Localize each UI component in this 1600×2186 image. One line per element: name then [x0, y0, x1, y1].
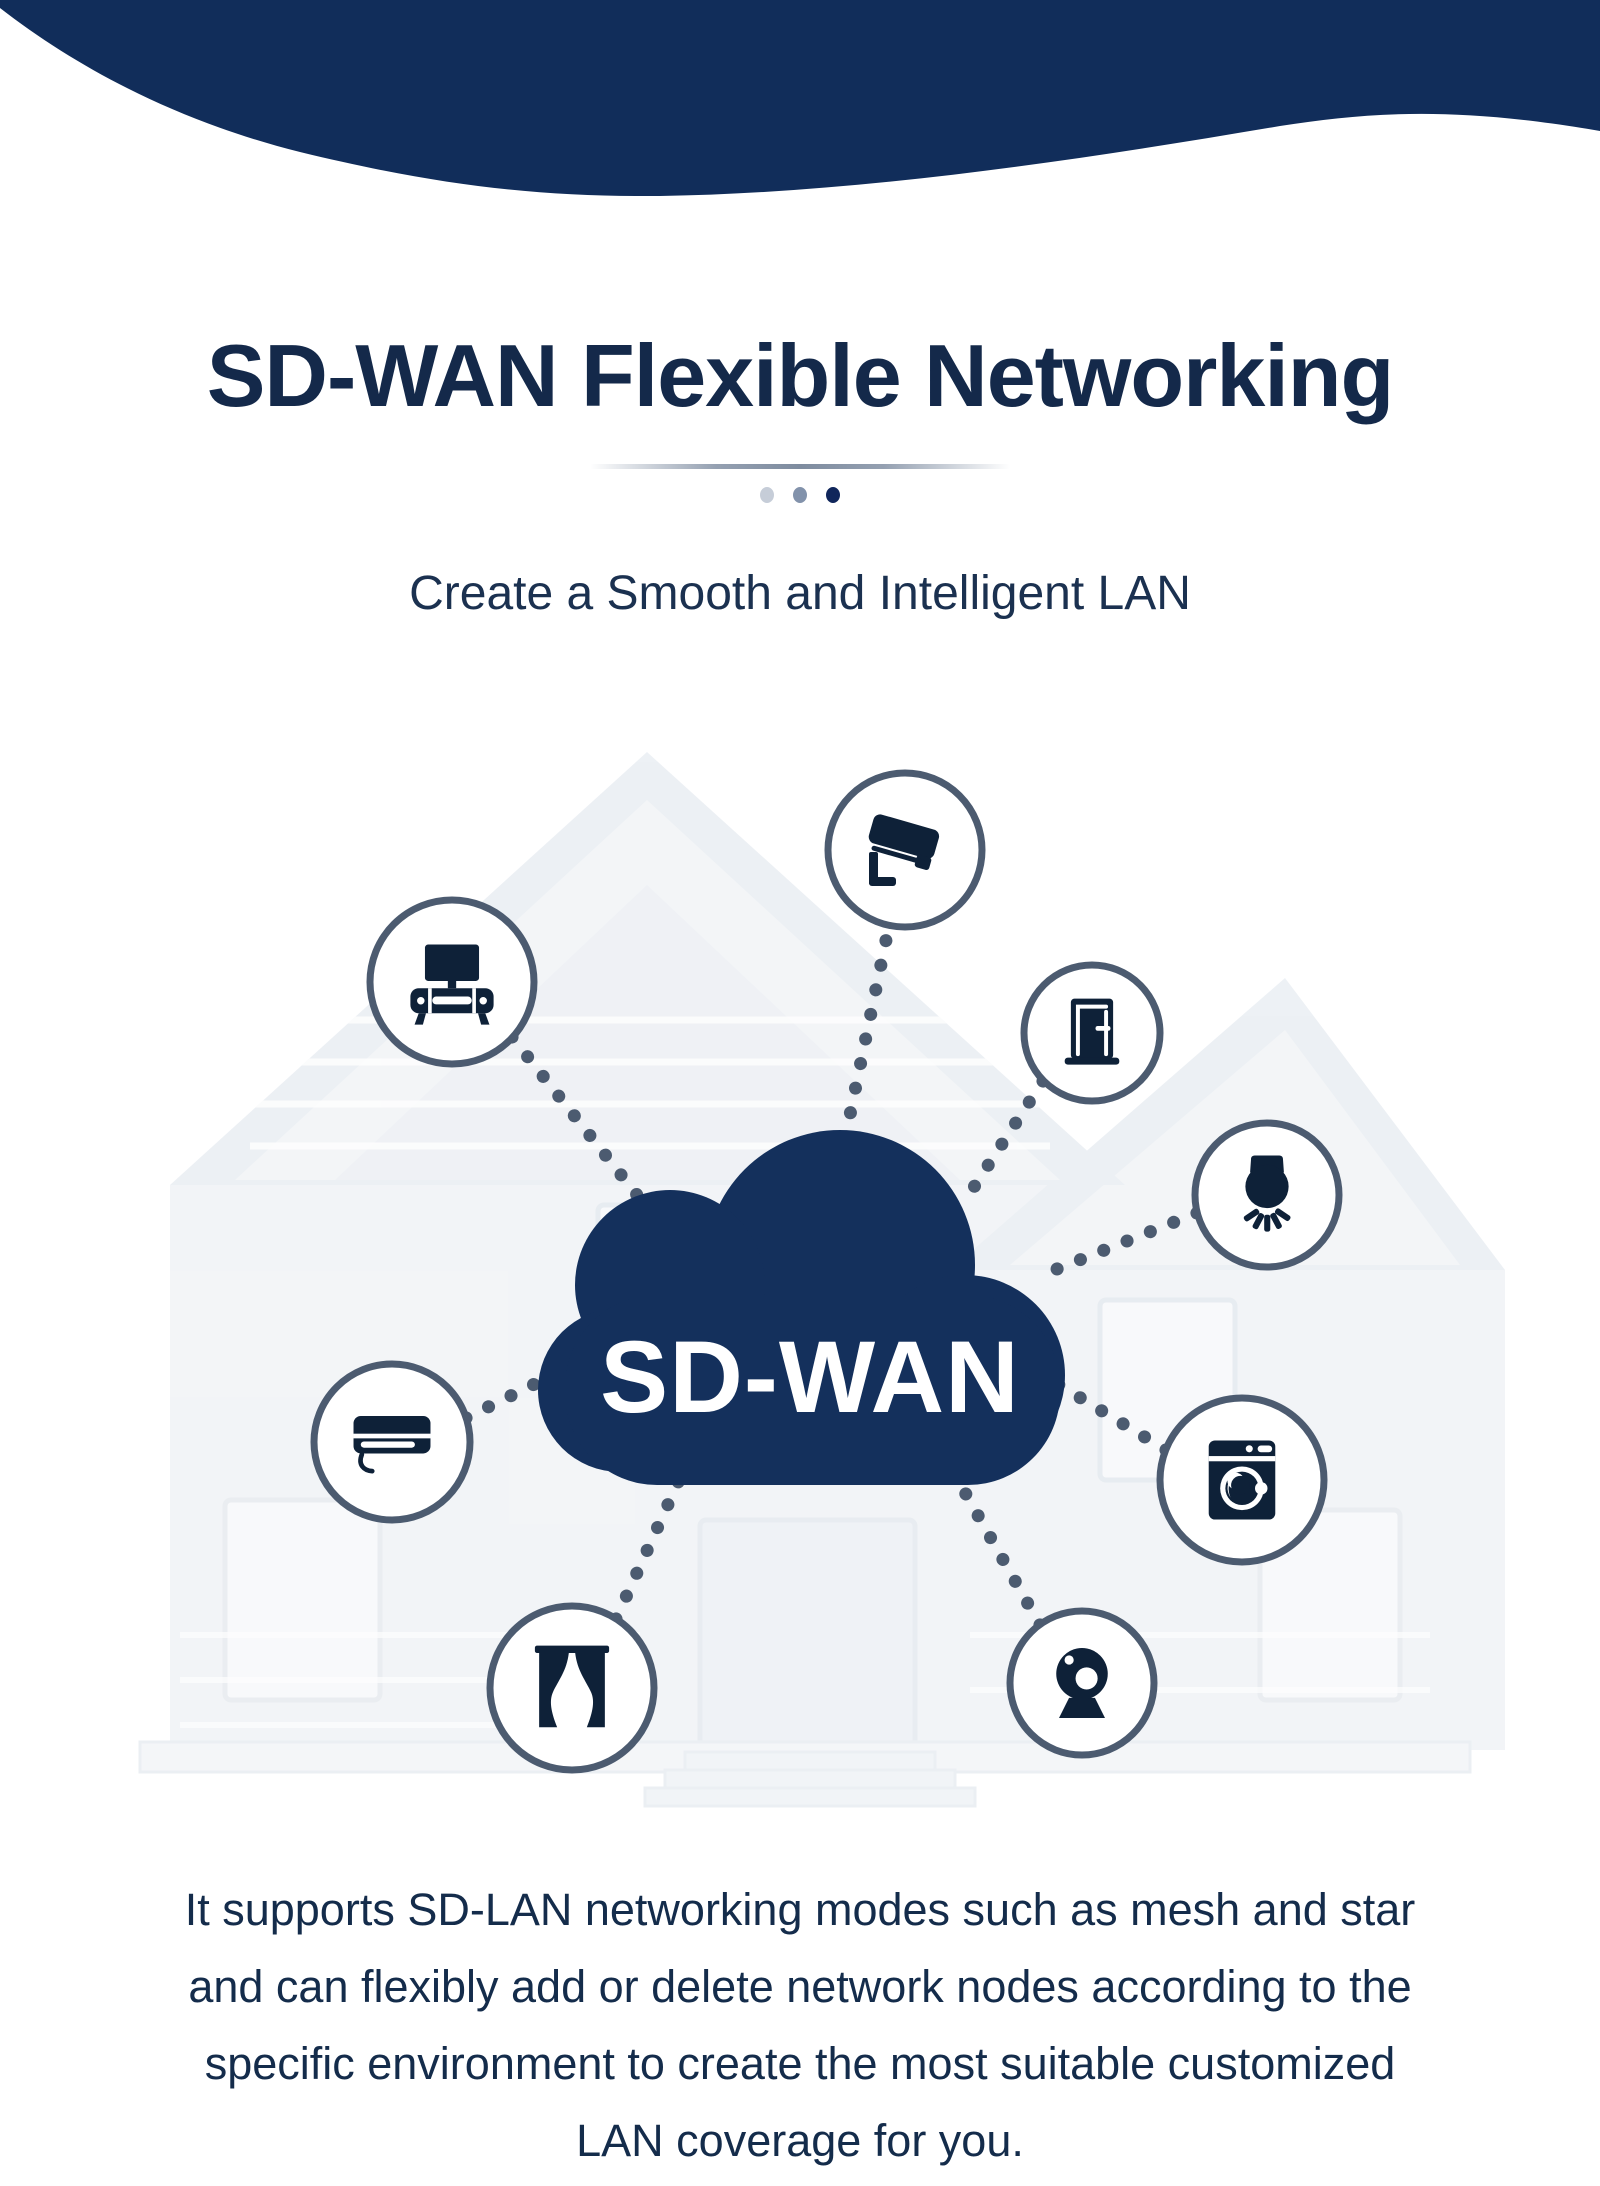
- divider-dots: [0, 487, 1600, 503]
- link-curtains: [609, 1438, 702, 1626]
- description-line: and can flexibly add or delete network n…: [188, 1961, 1412, 2012]
- device-washing-machine: [1156, 1394, 1328, 1566]
- device-smart-curtains: [486, 1602, 658, 1774]
- divider-dot-3: [826, 487, 840, 503]
- divider-dot-1: [760, 487, 774, 503]
- description-line: specific environment to create the most …: [204, 2038, 1396, 2089]
- tv-media-console-icon: [410, 944, 494, 1025]
- cloud-label: SD-WAN: [600, 1320, 1020, 1434]
- smart-curtains-icon: [534, 1645, 610, 1728]
- description-line: It supports SD-LAN networking modes such…: [184, 1884, 1416, 1935]
- divider-line: [590, 464, 1010, 469]
- smart-door-icon: [1064, 998, 1120, 1065]
- link-tv: [505, 1030, 644, 1202]
- page-title: SD-WAN Flexible Networking: [206, 326, 1395, 425]
- washing-machine-icon: [1208, 1440, 1276, 1520]
- sdwan-cloud: SD-WAN: [538, 1130, 1065, 1485]
- smart-light-icon: [1243, 1155, 1291, 1232]
- device-tv-console: [366, 896, 538, 1068]
- device-smart-light: [1191, 1119, 1343, 1271]
- device-webcam: [1006, 1607, 1158, 1759]
- device-air-conditioner: [310, 1360, 474, 1524]
- device-ring: [486, 1602, 658, 1774]
- webcam-icon: [1056, 1648, 1108, 1718]
- link-door: [967, 1074, 1050, 1194]
- page-subtitle: Create a Smooth and Intelligent LAN: [409, 567, 1191, 620]
- link-light: [1045, 1206, 1204, 1278]
- description-line: LAN coverage for you.: [576, 2115, 1024, 2166]
- cctv-camera-icon: [868, 814, 940, 886]
- device-cctv-camera: [824, 769, 986, 931]
- description-paragraph: It supports SD-LAN networking modes such…: [70, 1871, 1530, 2179]
- air-conditioner-icon: [353, 1416, 431, 1474]
- divider-dot-2: [793, 487, 807, 503]
- device-smart-door: [1020, 961, 1164, 1105]
- sdwan-diagram: SD-WAN: [138, 752, 1505, 1808]
- top-wave-decoration: [0, 0, 1600, 197]
